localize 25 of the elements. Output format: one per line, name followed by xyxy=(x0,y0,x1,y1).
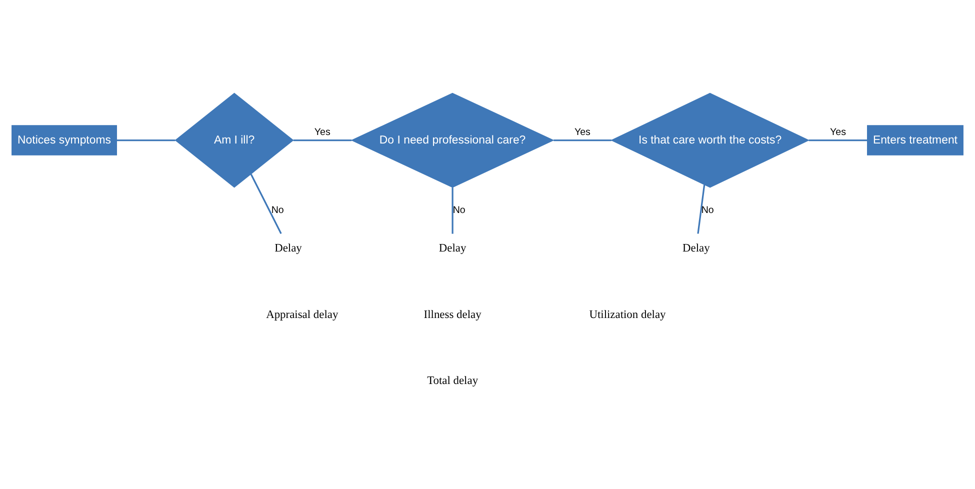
connector xyxy=(554,139,612,142)
edge-label: Yes xyxy=(314,127,330,138)
edge-label: Yes xyxy=(830,127,846,138)
connector xyxy=(697,184,706,234)
edge-label: Yes xyxy=(574,127,590,138)
edge-label: No xyxy=(271,205,284,216)
node-text: Delay xyxy=(682,242,710,255)
connector xyxy=(116,139,176,142)
node-box: Notices symptoms xyxy=(12,125,117,156)
label: Illness delay xyxy=(424,308,482,321)
connector xyxy=(293,139,352,142)
node-diamond: Do I need professional care? xyxy=(350,92,554,188)
node-text: Delay xyxy=(274,242,302,255)
label: Total delay xyxy=(427,375,478,388)
connector xyxy=(452,188,454,234)
node-diamond: Is that care worth the costs? xyxy=(610,92,810,188)
edge-label: No xyxy=(701,205,714,216)
node-diamond: Am I ill? xyxy=(174,92,294,188)
node-box: Enters treatment xyxy=(867,125,964,156)
node-text: Delay xyxy=(438,242,466,255)
label: Utilization delay xyxy=(589,308,666,321)
label: Appraisal delay xyxy=(266,308,338,321)
connector xyxy=(808,139,868,142)
connector xyxy=(250,174,282,234)
edge-label: No xyxy=(452,205,466,216)
